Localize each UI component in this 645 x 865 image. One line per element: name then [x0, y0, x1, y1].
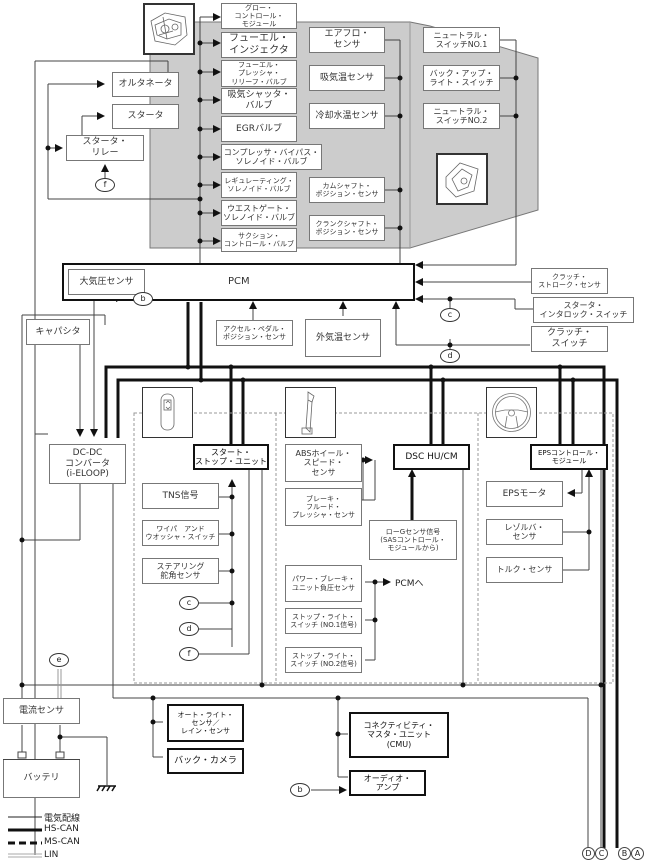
connectivity-master-unit: コネクティビティ・ マスタ・ユニット (CMU) [349, 712, 449, 758]
connector-b-left: b [133, 292, 153, 306]
start-stop-unit: スタート・ ストップ・ユニット [193, 444, 269, 470]
terminal-a: A [631, 847, 644, 860]
glow-control-module: グロー・ コントロール・ モジュール [221, 3, 297, 29]
transmission-icon [436, 153, 488, 205]
current-sensor: 電流センサ [3, 698, 80, 724]
legend-hs-can: HS-CAN [44, 824, 79, 834]
dsc-hu-cm: DSC HU/CM [393, 444, 470, 470]
auto-light-rain-sensor: オート・ライト・ センサ／ レイン・センサ [167, 704, 244, 742]
barometric-pressure-sensor: 大気圧センサ [68, 269, 145, 295]
backup-light-switch: バック・アップ・ ライト・スイッチ [423, 65, 500, 91]
stop-light-switch-no1: ストップ・ライト・ スイッチ (NO.1信号) [285, 608, 362, 634]
connector-c: c [179, 596, 199, 610]
clutch-switch: クラッチ・ スイッチ [531, 326, 608, 352]
tns-signal: TNS信号 [142, 483, 219, 509]
smart-key-icon [142, 387, 193, 438]
fuel-pressure-relief-valve: フューエル・ プレッシャ・ リリーフ・バルブ [221, 60, 297, 87]
suction-control-valve: サクション・ コントロール・バルブ [221, 228, 297, 252]
starter-relay: スタータ・ リレー [66, 135, 144, 161]
dcdc-converter: DC-DC コンバータ (i-ELOOP) [49, 444, 126, 484]
power-brake-vacuum-sensor: パワー・ブレーキ・ ユニット負圧センサ [285, 565, 362, 602]
ground-icon [96, 785, 116, 792]
connector-f-top: f [95, 178, 115, 192]
transmission-panel [409, 21, 539, 249]
intake-air-temp-sensor: 吸気温センサ [309, 65, 385, 91]
terminal-c: C [595, 847, 608, 860]
starter: スタータ [112, 104, 179, 129]
eps-motor: EPSモータ [486, 481, 563, 507]
brake-fluid-pressure-sensor: ブレーキ・ フルード・ プレッシャ・センサ [285, 488, 362, 526]
audio-amplifier: オーディオ・ アンプ [349, 770, 426, 796]
legend-electrical-wiring: 電気配線 [44, 814, 81, 824]
engine-icon [143, 3, 195, 55]
connector-d: d [179, 622, 199, 636]
torque-sensor: トルク・センサ [486, 557, 563, 583]
back-camera: バック・カメラ [167, 748, 244, 774]
stop-light-switch-no2: ストップ・ライト・ スイッチ (NO.2信号) [285, 647, 362, 673]
neutral-switch-no2: ニュートラル・ スイッチNO.2 [423, 103, 500, 129]
airflow-sensor: エアフロ・ センサ [309, 27, 385, 53]
coolant-temp-sensor: 冷却水温センサ [309, 103, 385, 129]
resolver-sensor: レゾルバ・ センサ [486, 519, 563, 545]
terminal-b: B [618, 847, 631, 860]
alternator: オルタネータ [112, 72, 179, 97]
ambient-temp-sensor: 外気温センサ [305, 319, 381, 357]
connector-d-pcm: d [440, 349, 460, 363]
crankshaft-position-sensor: クランクシャフト・ ポジション・センサ [309, 215, 385, 241]
to-pcm-label: PCMへ [395, 579, 424, 589]
legend-ms-can: MS-CAN [44, 837, 80, 847]
wiper-washer-switch: ワイパ アンド ウオッシャ・スイッチ [142, 520, 219, 546]
connector-e: e [49, 653, 69, 667]
accelerator-pedal-position-sensor: アクセル・ペダル・ ポジション・センサ [216, 320, 293, 346]
camshaft-position-sensor: カムシャフト・ ポジション・センサ [309, 177, 385, 203]
clutch-stroke-sensor: クラッチ・ ストローク・センサ [531, 268, 608, 294]
starter-interlock-switch: スタータ・ インタロック・スイッチ [533, 297, 634, 323]
legend-lin: LIN [44, 850, 59, 860]
pcm-label: PCM [228, 276, 250, 287]
brake-pedal-icon [285, 387, 336, 438]
egr-valve: EGRバルブ [221, 116, 297, 142]
connector-b: b [290, 783, 310, 797]
capacitor: キャパシタ [26, 319, 90, 345]
low-g-sensor-signal: ローGセンサ信号 (SASコントロール・ モジュールから) [369, 520, 457, 560]
neutral-switch-no1: ニュートラル・ スイッチNO.1 [423, 27, 500, 53]
connector-c-pcm: c [440, 308, 460, 322]
regulating-solenoid-valve: レギュレーティング・ ソレノイド・バルブ [221, 172, 297, 198]
eps-control-module: EPSコントロール・ モジュール [530, 444, 608, 470]
battery: バッテリ [3, 760, 80, 798]
intake-shutter-valve: 吸気シャッタ・ バルブ [221, 88, 297, 114]
abs-wheel-speed-sensor: ABSホイール・ スピード・ センサ [285, 444, 362, 482]
steering-angle-sensor: ステアリング 舵角センサ [142, 558, 219, 584]
wastegate-solenoid-valve: ウエストゲート・ ソレノイド・バルブ [221, 200, 297, 226]
terminal-d: D [582, 847, 595, 860]
steering-wheel-icon [486, 387, 537, 438]
fuel-injector: フューエル・ インジェクタ [221, 32, 297, 58]
connector-f: f [179, 647, 199, 661]
compressor-bypass-valve: コンプレッサ・バイパス・ ソレノイド・バルブ [221, 144, 322, 170]
